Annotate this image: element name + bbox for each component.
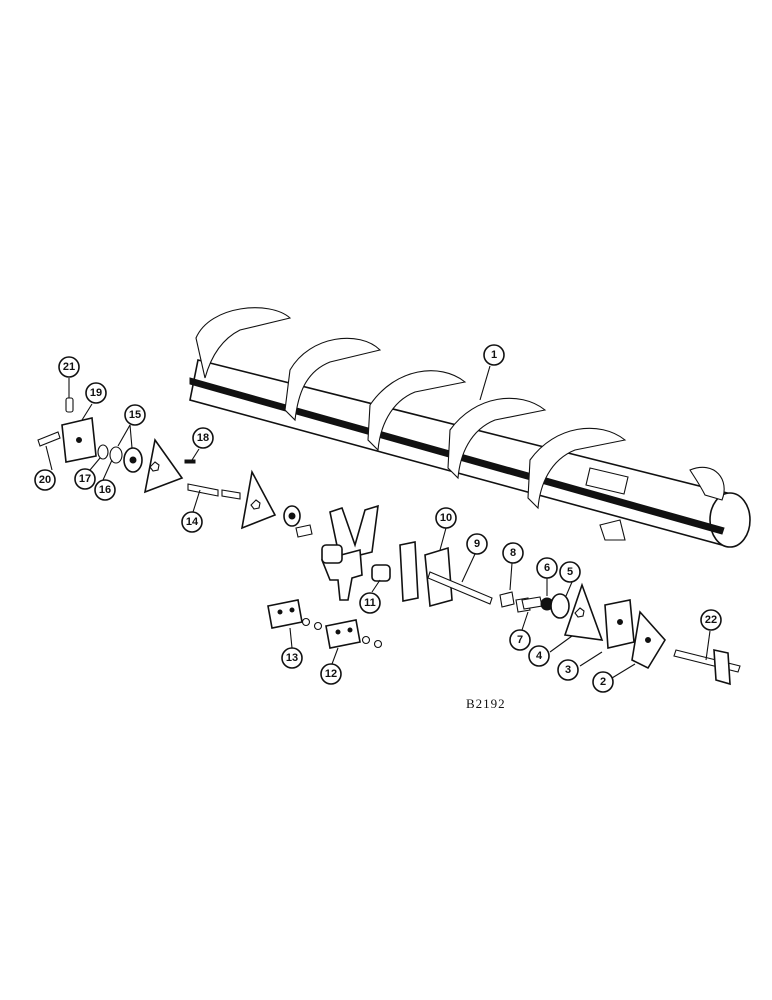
svg-text:10: 10 xyxy=(440,512,452,524)
svg-text:17: 17 xyxy=(79,473,91,485)
left-support-bracket xyxy=(143,438,184,494)
callout-1: 1 xyxy=(483,344,505,366)
washer-16 xyxy=(109,446,123,464)
shaft-9 xyxy=(427,571,493,605)
svg-text:11: 11 xyxy=(364,597,376,609)
key-20 xyxy=(37,431,61,447)
callout-6: 6 xyxy=(536,557,558,579)
plate-13 xyxy=(267,599,303,629)
svg-text:4: 4 xyxy=(536,650,543,662)
auger-flight-1 xyxy=(195,307,292,379)
callout-7: 7 xyxy=(509,629,531,651)
svg-text:21: 21 xyxy=(63,361,75,373)
bearing-5 xyxy=(550,593,570,619)
right-end-parts xyxy=(521,582,741,686)
figure-reference: B2192 xyxy=(466,696,506,711)
plate-12 xyxy=(325,619,361,649)
svg-text:22: 22 xyxy=(705,614,717,626)
svg-text:6: 6 xyxy=(544,562,550,574)
callout-4: 4 xyxy=(528,645,550,667)
callout-11: 11 xyxy=(359,592,381,614)
svg-text:14: 14 xyxy=(186,516,199,528)
svg-text:5: 5 xyxy=(567,566,573,578)
auger-flight-tail xyxy=(599,519,626,541)
callout-8: 8 xyxy=(502,542,524,564)
svg-text:13: 13 xyxy=(286,652,298,664)
callout-5: 5 xyxy=(559,561,581,583)
leader-lines xyxy=(45,365,711,679)
bolt-21 xyxy=(65,378,74,413)
callout-10: 10 xyxy=(435,507,457,529)
center-hanger-assembly xyxy=(295,504,531,613)
svg-text:3: 3 xyxy=(565,664,571,676)
svg-text:15: 15 xyxy=(129,409,141,421)
auger-access-plate xyxy=(585,467,629,495)
mid-support-bracket xyxy=(240,469,277,530)
auger-flight-4 xyxy=(447,397,547,480)
auger-flight-2 xyxy=(284,337,382,422)
hanger-bushing-left xyxy=(321,544,343,564)
callout-22: 22 xyxy=(700,609,722,631)
svg-text:20: 20 xyxy=(39,474,51,486)
svg-text:18: 18 xyxy=(197,432,209,444)
callout-12: 12 xyxy=(320,663,342,685)
callout-17: 17 xyxy=(74,468,96,490)
callout-20: 20 xyxy=(34,469,56,491)
left-end-parts xyxy=(37,378,301,530)
pin-18 xyxy=(184,459,196,464)
lower-plates xyxy=(267,599,383,649)
callout-19: 19 xyxy=(85,382,107,404)
callout-14: 14 xyxy=(181,511,203,533)
callout-9: 9 xyxy=(466,533,488,555)
shaft-14 xyxy=(187,483,219,497)
hanger-bearing-10 xyxy=(399,541,419,602)
auger-tube-end xyxy=(709,492,751,548)
auger-flight-3 xyxy=(367,370,467,452)
callout-18: 18 xyxy=(192,427,214,449)
auger-flight-5 xyxy=(527,427,627,510)
svg-text:1: 1 xyxy=(491,349,497,361)
washer-17 xyxy=(97,444,109,460)
svg-text:12: 12 xyxy=(325,668,337,680)
callout-21: 21 xyxy=(58,356,80,378)
callout-15: 15 xyxy=(124,404,146,426)
svg-text:19: 19 xyxy=(90,387,102,399)
auger-flight-6 xyxy=(689,466,725,501)
hanger-bushing-right xyxy=(371,564,391,582)
callout-2: 2 xyxy=(592,671,614,693)
callout-13: 13 xyxy=(281,647,303,669)
svg-text:2: 2 xyxy=(600,676,606,688)
svg-text:9: 9 xyxy=(474,538,480,550)
svg-text:8: 8 xyxy=(510,547,516,559)
svg-text:7: 7 xyxy=(517,634,523,646)
coupling-8 xyxy=(499,591,515,608)
callout-16: 16 xyxy=(94,479,116,501)
auger-assembly xyxy=(189,307,751,548)
svg-text:16: 16 xyxy=(99,484,111,496)
callout-3: 3 xyxy=(557,659,579,681)
